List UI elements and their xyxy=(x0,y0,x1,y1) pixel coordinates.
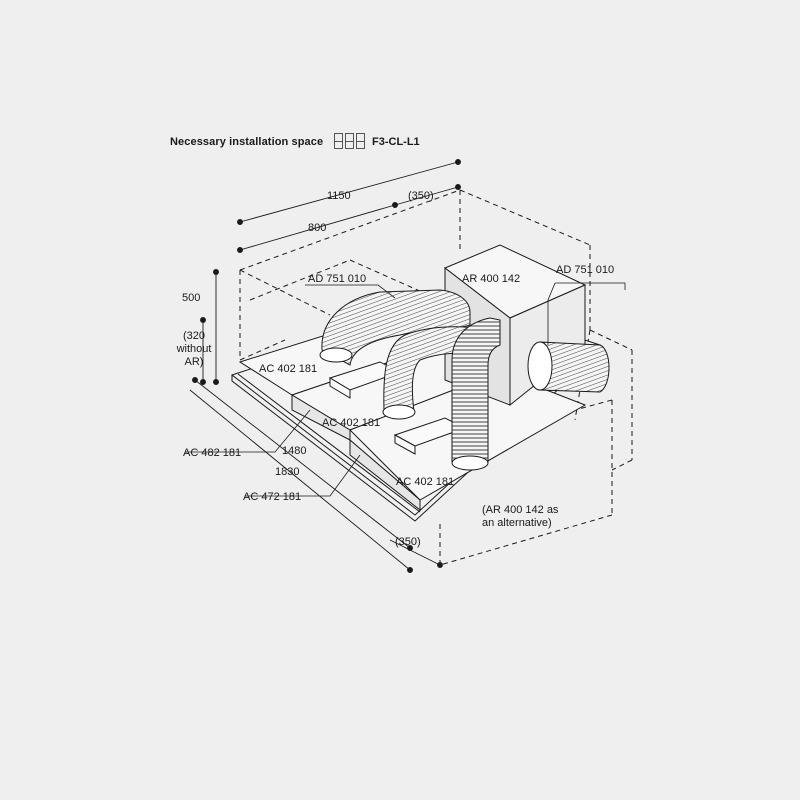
dim-length-total: 1830 xyxy=(275,466,300,478)
junction-boxes xyxy=(328,361,467,455)
leader-lines xyxy=(185,282,626,497)
dim-length-extra: (350) xyxy=(395,536,421,548)
label-ac402-b: AC 402 181 xyxy=(322,417,381,429)
label-ad-left: AD 751 010 xyxy=(308,273,367,285)
label-ar-top: AR 400 142 xyxy=(462,273,521,285)
dim-width-main: 800 xyxy=(308,222,327,234)
dim-height-alt: (320 without AR) xyxy=(176,330,212,368)
dim-width-total: 1150 xyxy=(327,190,351,202)
label-ac402-a: AC 402 181 xyxy=(259,363,318,375)
label-ac402-c: AC 402 181 xyxy=(396,476,455,488)
model-code: F3-CL-L1 xyxy=(372,136,420,148)
dim-length-main: 1480 xyxy=(282,445,307,457)
label-ad-right: AD 751 010 xyxy=(556,264,615,276)
duct-left xyxy=(319,289,471,366)
diagram-title: Necessary installation space xyxy=(170,136,324,148)
label-ac482: AC 482 181 xyxy=(183,447,242,459)
dim-height: 500 xyxy=(182,292,201,304)
dimension-lines xyxy=(189,159,461,573)
dim-width-extra: (350) xyxy=(408,190,434,202)
unit-grid-icon xyxy=(334,133,365,149)
duct-right xyxy=(451,317,501,471)
label-ar-alt: (AR 400 142 as an alternative) xyxy=(482,504,559,529)
duct-side xyxy=(527,341,610,393)
label-ac472: AC 472 181 xyxy=(243,491,302,503)
